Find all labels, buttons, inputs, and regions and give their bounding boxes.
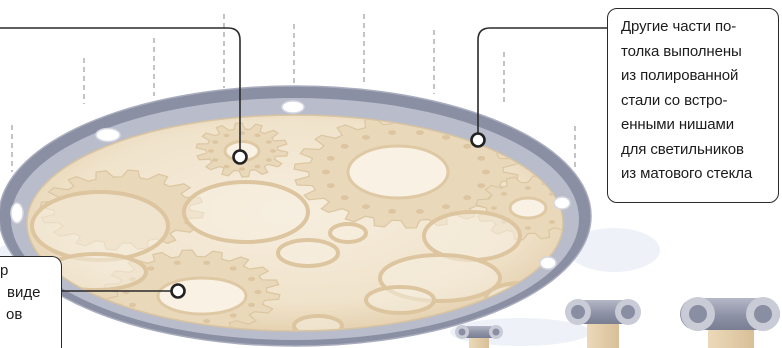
gear-hole: [270, 149, 276, 153]
gear-hub: [158, 278, 246, 314]
pipe-end-core: [621, 305, 635, 319]
pipe-mount: [469, 338, 489, 348]
callout-marker: [234, 151, 247, 164]
gear-hole: [239, 167, 245, 171]
pipe-end-core: [754, 305, 772, 323]
gear-hole: [362, 204, 370, 209]
callout-box-right: Другие части по- толка выполнены из поли…: [607, 8, 779, 203]
callout-text-line: Другие части по-: [621, 15, 772, 40]
pipe-end-core: [493, 329, 500, 336]
gear-hole: [327, 156, 335, 161]
callout-text-line: толка выполнены: [621, 40, 772, 65]
gear-hole: [525, 186, 531, 190]
gear-hole: [255, 290, 262, 294]
gear-hole: [463, 144, 471, 149]
decorative-ring: [32, 192, 168, 260]
ceiling-light: [554, 197, 570, 209]
gear-hole: [491, 206, 497, 210]
gear-hole: [230, 266, 237, 270]
callout-leader-line: [478, 28, 607, 133]
gear-hole: [416, 130, 424, 135]
gear-hole: [203, 261, 210, 265]
callout-text-line: ов: [0, 304, 61, 326]
ceiling-light: [282, 101, 304, 113]
pipe-fixture: [680, 297, 780, 348]
gear-hole: [501, 192, 507, 196]
gear-hole: [248, 303, 255, 307]
callout-marker: [172, 285, 185, 298]
gear-hole: [327, 183, 335, 188]
gear-hole: [147, 266, 154, 270]
gear-hole: [477, 183, 485, 188]
gear-hole: [266, 158, 272, 162]
callout-text-line: енными нишами: [621, 113, 772, 138]
gear-hole: [266, 140, 272, 144]
callout-text-line: виде: [0, 282, 61, 304]
gear-hole: [549, 220, 555, 224]
gear-hole: [255, 134, 261, 138]
gear-hub: [510, 198, 546, 218]
pipe-end-core: [459, 329, 466, 336]
gear-hole: [255, 165, 261, 169]
gear-hole: [203, 319, 210, 323]
gear-hole: [388, 130, 396, 135]
decorative-ring: [424, 212, 520, 260]
gear-hole: [212, 140, 218, 144]
gear-hole: [212, 158, 218, 162]
gear-hole: [477, 156, 485, 161]
gear-hole: [248, 277, 255, 281]
gear-hole: [442, 204, 450, 209]
pipe-fixture: [565, 299, 641, 348]
callout-text-line: из матового стекла: [621, 162, 772, 187]
gear-hole: [388, 209, 396, 214]
gear-hole: [322, 170, 330, 175]
gear-hole: [224, 134, 230, 138]
gear-hole: [482, 170, 490, 175]
callout-text-line: из полированной: [621, 64, 772, 89]
callout-text-line: р: [0, 260, 61, 282]
gear-hole: [129, 303, 136, 307]
gear-hole: [224, 165, 230, 169]
ceiling-light: [96, 129, 120, 142]
pipe-end-core: [571, 305, 585, 319]
decorative-ring: [184, 182, 308, 242]
decorative-ring: [366, 287, 434, 313]
callout-box-bottom-left: р виде ов: [0, 256, 62, 348]
callout-text-line: стали со встро-: [621, 89, 772, 114]
gear-hole: [341, 195, 349, 200]
decorative-ring: [278, 240, 338, 266]
gear-hole: [341, 144, 349, 149]
gear-hole: [362, 135, 370, 140]
gear-hole: [208, 149, 214, 153]
gear-hole: [525, 226, 531, 230]
callout-text-line: для светильников: [621, 138, 772, 163]
gear-hole: [230, 313, 237, 317]
gear-hole: [174, 261, 181, 265]
pipe-end-core: [689, 305, 707, 323]
callout-marker: [472, 134, 485, 147]
gear-hole: [463, 195, 471, 200]
gear-hole: [442, 135, 450, 140]
gear-hub: [348, 146, 448, 198]
ceiling-light: [540, 257, 556, 269]
decorative-ring: [330, 224, 366, 242]
ceiling-light: [11, 203, 23, 223]
gear-hole: [416, 209, 424, 214]
